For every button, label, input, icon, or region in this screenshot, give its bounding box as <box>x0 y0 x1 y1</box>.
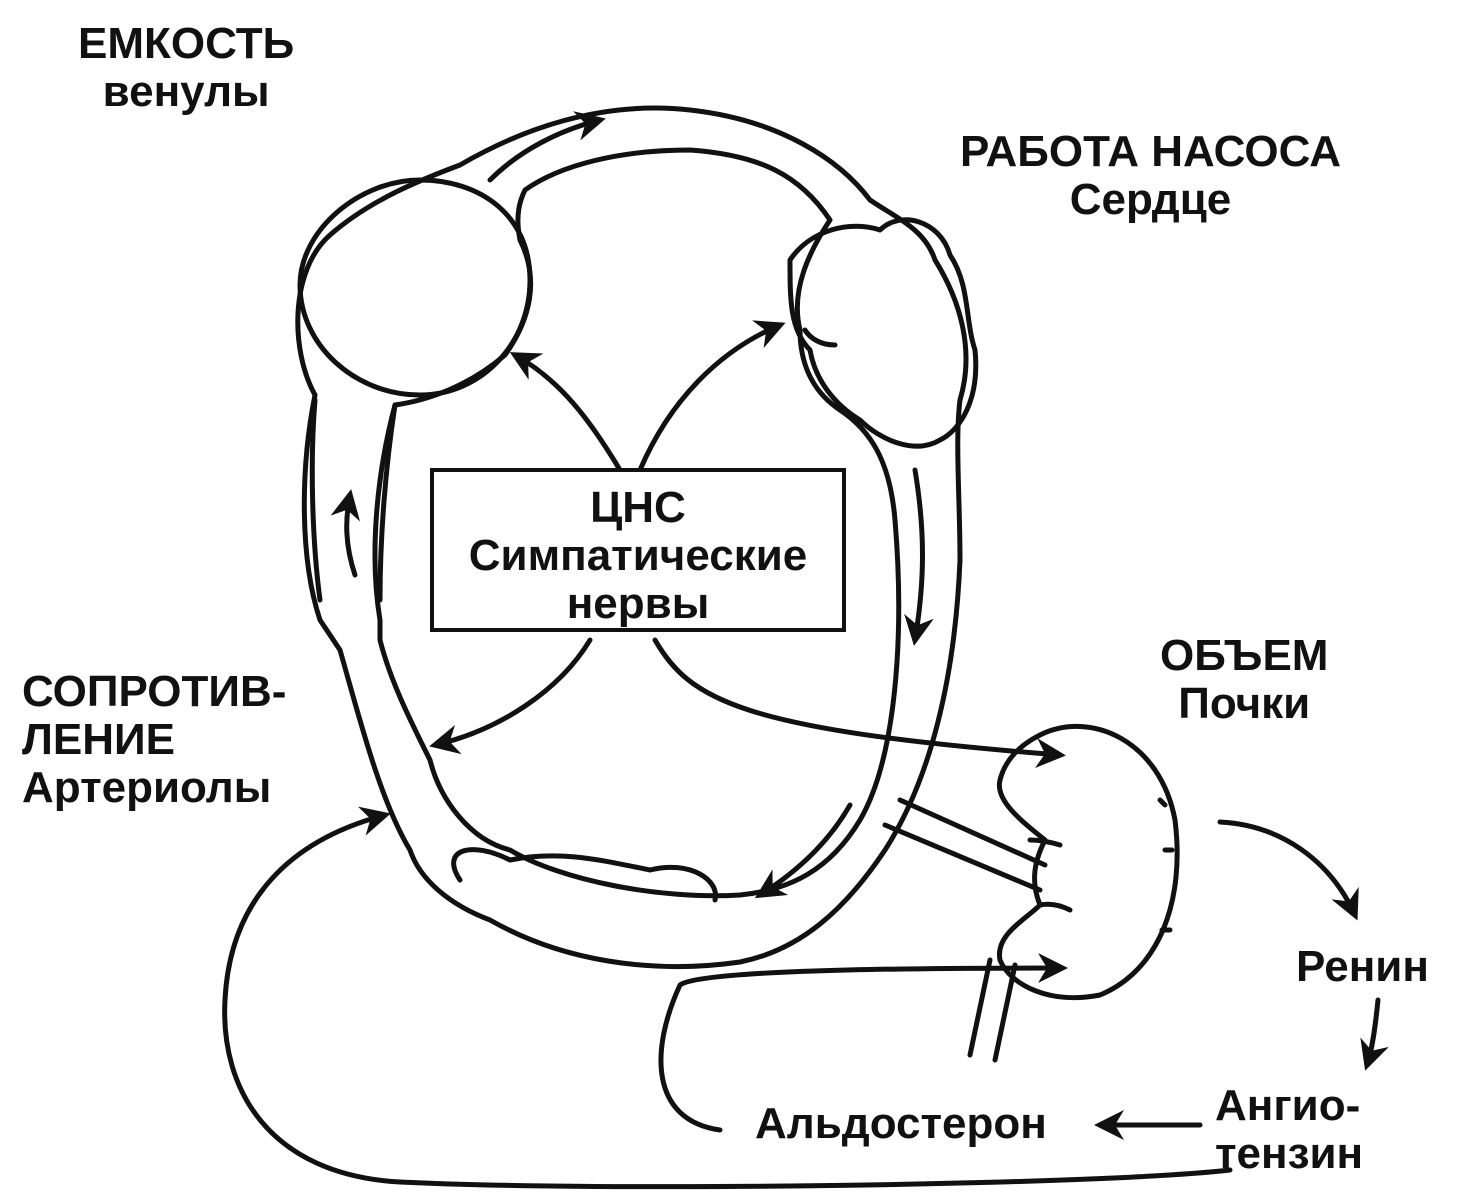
cns-arrow-to-venules <box>515 355 620 470</box>
capacity-subtitle: венулы <box>78 68 294 116</box>
cns-arrow-to-arterioles <box>435 640 590 745</box>
renal-artery <box>885 800 1045 890</box>
cns-line2: Симпатические <box>434 532 842 580</box>
angiotensin-line2: тензин <box>1215 1130 1363 1178</box>
resistance-title-line2: ЛЕНИЕ <box>22 716 286 764</box>
kidney-outline <box>999 726 1177 997</box>
cns-line3: нервы <box>434 580 842 628</box>
heart-notch <box>805 330 835 345</box>
pump-subtitle: Сердце <box>960 176 1341 224</box>
heart-lobes <box>790 220 976 446</box>
capacity-label: ЕМКОСТЬ венулы <box>78 20 294 116</box>
volume-label: ОБЪЕМ Почки <box>1160 632 1328 728</box>
angiotensin-label: Ангио- тензин <box>1215 1082 1363 1178</box>
flow-arrow-top <box>490 120 600 180</box>
venules-bulge <box>300 180 530 395</box>
volume-title: ОБЪЕМ <box>1160 632 1328 680</box>
kidney-to-renin-arrow <box>1220 822 1355 915</box>
flow-arrow-left <box>347 495 355 575</box>
pump-label: РАБОТА НАСОСА Сердце <box>960 128 1341 224</box>
cns-title: ЦНС <box>434 484 842 532</box>
cns-arrow-to-heart <box>640 325 780 470</box>
cns-box: ЦНС Симпатические нервы <box>430 468 846 632</box>
pump-title: РАБОТА НАСОСА <box>960 128 1341 176</box>
renin-to-angiotensin-arrow <box>1367 1000 1378 1065</box>
angiotensin-to-arterioles-arrow <box>225 815 1230 1187</box>
resistance-subtitle: Артериолы <box>22 764 286 812</box>
volume-subtitle: Почки <box>1160 680 1328 728</box>
cns-arrow-to-kidney <box>655 640 1060 755</box>
aldosterone-label: Альдостерон <box>755 1100 1047 1148</box>
kidney-lobe-2 <box>1040 904 1070 910</box>
capacity-title: ЕМКОСТЬ <box>78 20 294 68</box>
renin-label: Ренин <box>1296 943 1429 991</box>
resistance-label: СОПРОТИВ- ЛЕНИЕ Артериолы <box>22 668 286 812</box>
flow-arrow-right <box>915 470 923 640</box>
cns-text: ЦНС Симпатические нервы <box>434 484 842 628</box>
resistance-title-line1: СОПРОТИВ- <box>22 668 286 716</box>
angiotensin-line1: Ангио- <box>1215 1082 1363 1130</box>
